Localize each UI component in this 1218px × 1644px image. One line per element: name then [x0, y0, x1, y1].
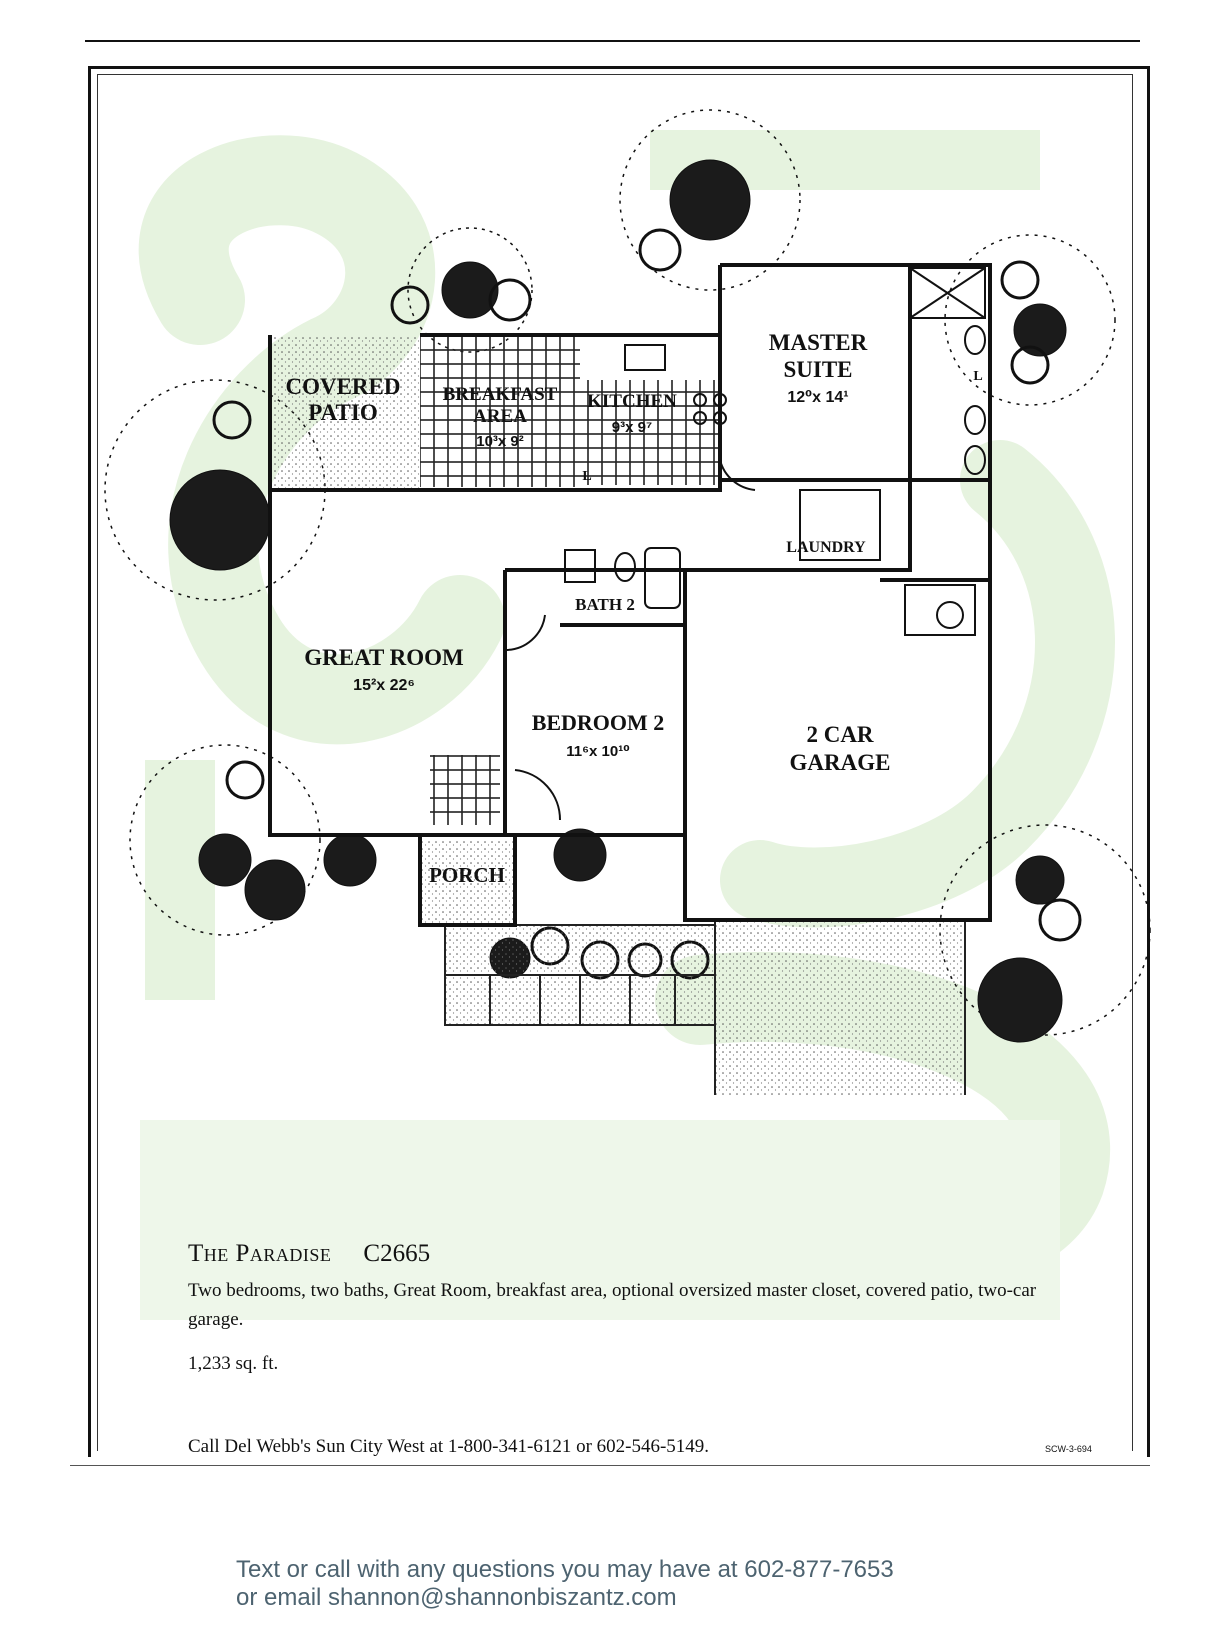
page-frame-outer [88, 66, 1150, 1457]
plan-code: C2665 [363, 1240, 431, 1267]
fixtures [504, 267, 986, 821]
kitchen-tile [580, 380, 720, 485]
driveway [715, 920, 965, 1095]
linen-kitchen-label: L [582, 469, 591, 484]
plan-name: The Paradise [188, 1240, 332, 1267]
kitchen-dimensions: 9³x 9⁷ [612, 419, 652, 436]
covered-patio-floor [270, 335, 420, 490]
plan-title: The Paradise C2665 [188, 1240, 1088, 1268]
garage-label-2: GARAGE [790, 750, 891, 775]
porch-floor [420, 840, 515, 925]
breakfast-tile [420, 337, 580, 487]
plan-caption: The Paradise C2665 Two bedrooms, two bat… [188, 1240, 1088, 1375]
top-rule [85, 40, 1140, 42]
room-labels: COVERED PATIO BREAKFAST AREA 10³x 9² KIT… [285, 330, 982, 887]
bottom-rule [70, 1465, 1150, 1466]
master-suite-dimensions: 12⁰x 14¹ [787, 389, 848, 406]
laundry-label: LAUNDRY [786, 539, 866, 556]
garage-label-1: 2 CAR [806, 722, 873, 747]
kitchen-label: KITCHEN [587, 391, 677, 412]
master-suite-label-1: MASTER [769, 330, 868, 355]
call-to-action: Call Del Webb's Sun City West at 1-800-3… [188, 1436, 710, 1457]
breakfast-label-2: AREA [473, 406, 527, 427]
page-frame-inner [97, 74, 1133, 1451]
contact-line-2: or email shannon@shannonbiszantz.com [236, 1584, 677, 1611]
contact-line-1: Text or call with any questions you may … [236, 1556, 894, 1583]
covered-patio-label-1: COVERED [285, 374, 400, 399]
linen-master-label: L [973, 369, 982, 384]
covered-patio-label-2: PATIO [308, 400, 377, 425]
contact-block: Text or call with any questions you may … [236, 1556, 894, 1612]
bedroom2-label: BEDROOM 2 [532, 710, 665, 735]
breakfast-label-1: BREAKFAST [443, 384, 558, 405]
document-code: SCW-3-694 [1045, 1444, 1092, 1454]
bedroom2-dimensions: 11⁶x 10¹⁰ [566, 743, 630, 760]
plan-description: Two bedrooms, two baths, Great Room, bre… [188, 1280, 1037, 1330]
master-suite-label-2: SUITE [783, 357, 852, 382]
breakfast-dimensions: 10³x 9² [476, 433, 524, 450]
plan-square-footage: 1,233 sq. ft. [188, 1353, 279, 1374]
bath2-label: BATH 2 [575, 595, 635, 614]
porch-label: PORCH [429, 863, 505, 887]
entry-tile [430, 755, 500, 825]
great-room-label: GREAT ROOM [304, 645, 464, 670]
great-room-dimensions: 15²x 22⁶ [353, 677, 415, 694]
